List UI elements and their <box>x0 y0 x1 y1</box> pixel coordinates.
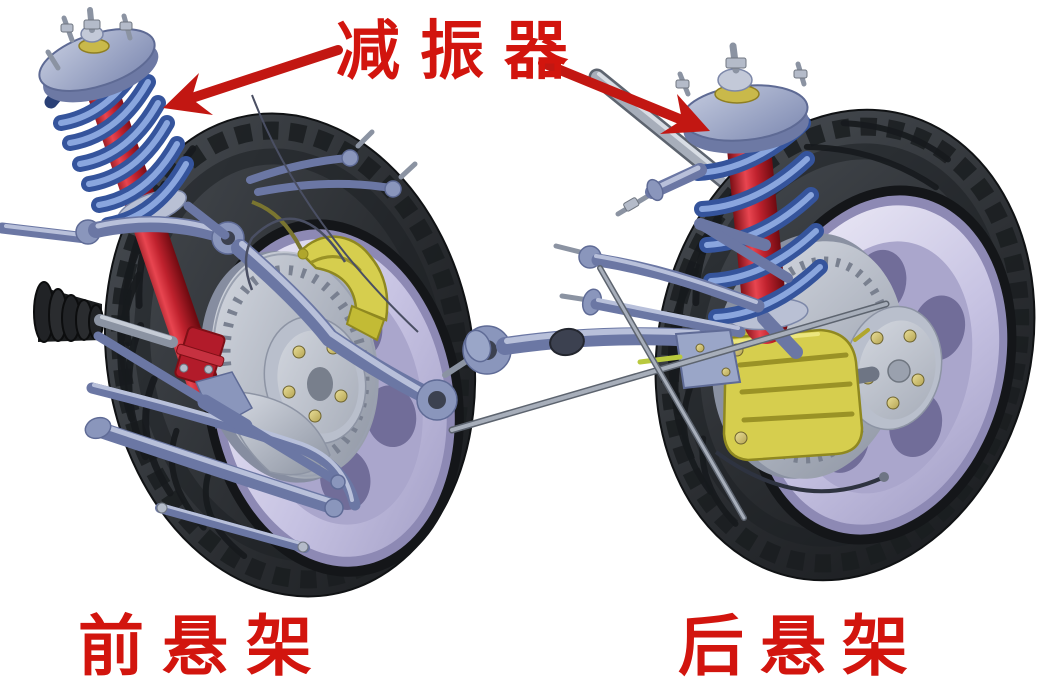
left-arrow-head <box>163 73 213 115</box>
guide-pin <box>734 431 748 445</box>
junction-brace <box>695 219 793 283</box>
link2-beam <box>591 253 765 313</box>
piston-nut <box>83 19 101 30</box>
tie-rod-sleeve <box>197 394 253 434</box>
hub-center <box>307 367 333 401</box>
front-suspension-caption: 前悬架 <box>78 608 330 685</box>
lower-control-arm <box>87 420 340 514</box>
caliper-finger <box>345 304 386 342</box>
right-arrow-head <box>660 94 710 134</box>
handbrake-cable <box>714 450 883 494</box>
hub-center-cap <box>887 359 911 383</box>
rear-suspension-assembly <box>442 42 1036 582</box>
stabilizer-rod <box>450 302 888 432</box>
cable-end <box>879 472 889 482</box>
eye-to-strut-link <box>183 201 230 240</box>
rear-thin-rods <box>448 265 890 521</box>
arm-front-leg <box>88 216 230 243</box>
tie-rod <box>598 266 746 520</box>
lca-stud <box>442 357 471 378</box>
right-arrow-shaft <box>538 58 687 125</box>
brake-pipe <box>244 217 347 291</box>
upper-ball-studs <box>246 129 418 198</box>
sensor-wire <box>251 94 419 333</box>
piston-nut <box>725 57 747 69</box>
mount-studs <box>675 61 808 97</box>
lca-bushing <box>84 416 112 440</box>
left-arrow-shaft <box>190 45 343 102</box>
mount-studs <box>45 13 133 71</box>
front-upper-control-arm <box>0 129 458 421</box>
front-strut-mount <box>38 7 159 103</box>
link2-stud <box>553 243 583 255</box>
bracket-stud <box>637 354 683 365</box>
drive-axle <box>94 314 178 348</box>
lca-ball-joint <box>324 498 344 518</box>
inner-link <box>0 222 92 244</box>
strut-clamp <box>174 326 226 387</box>
right-arrow-icon <box>538 58 710 134</box>
shock-absorber-label: 减振器 <box>336 15 588 89</box>
outer-eye-hole <box>428 391 446 409</box>
bleed-nipple <box>853 328 870 342</box>
rear-suspension-caption: 后悬架 <box>678 608 924 685</box>
rear-strut-mount <box>675 42 809 154</box>
brake-hose <box>251 200 303 250</box>
banjo-bolt <box>297 248 309 260</box>
inner-link-highlight <box>4 224 84 237</box>
front-lower-links <box>84 94 419 553</box>
annotation-arrows <box>163 45 710 134</box>
lca-dark-bushing <box>549 327 585 357</box>
cv-boot <box>33 281 178 348</box>
front-brake-caliper <box>251 200 389 342</box>
front-suspension-assembly <box>0 7 477 598</box>
tie-rod-end <box>330 474 346 490</box>
stabilizer-link <box>155 503 310 553</box>
left-arrow-icon <box>163 45 343 115</box>
